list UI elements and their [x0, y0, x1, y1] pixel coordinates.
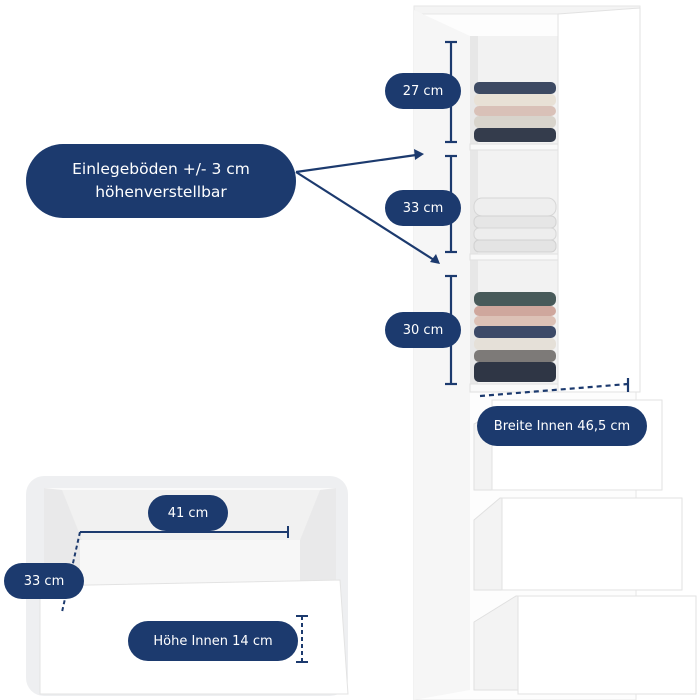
drawer-height-label: Höhe Innen 14 cm — [128, 621, 298, 661]
folded-clothes-middle — [473, 197, 557, 253]
drawer-dimension-lines — [61, 526, 308, 663]
drawer-width-label: 41 cm — [148, 495, 228, 531]
shelf-top-height-label: 27 cm — [385, 73, 461, 109]
drawer-3 — [473, 595, 697, 695]
folded-clothes-top — [474, 82, 556, 142]
shelves-callout-line2: höhenverstellbar — [95, 183, 227, 201]
inner-width-label: Breite Innen 46,5 cm — [477, 406, 647, 446]
callout-arrows — [295, 149, 440, 264]
folded-clothes-bottom — [474, 292, 556, 382]
shelf-bottom-height-label: 30 cm — [385, 312, 461, 348]
drawer-depth-label: 33 cm — [4, 563, 84, 599]
shelves-callout: Einlegeböden +/- 3 cm höhenverstellbar — [26, 144, 296, 218]
drawer-2 — [473, 497, 683, 591]
shelves-callout-line1: Einlegeböden +/- 3 cm — [72, 160, 250, 178]
shelf-middle-height-label: 33 cm — [385, 190, 461, 226]
